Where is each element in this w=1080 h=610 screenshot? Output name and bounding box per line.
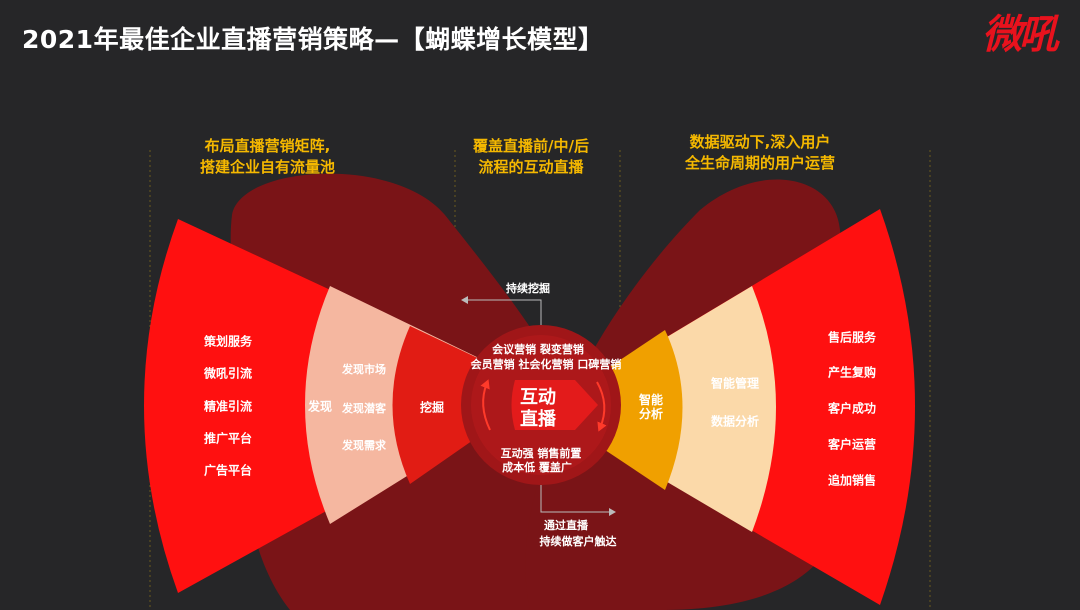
center-heading-line-1: 覆盖直播前/中/后 — [473, 137, 589, 155]
right-outer-item: 追加销售 — [827, 473, 877, 488]
left-outer-item: 微吼引流 — [203, 366, 253, 381]
bottom-flow-label-1: 通过直播 — [544, 519, 588, 532]
center-bottom-row-2: 成本低 覆盖广 — [502, 461, 572, 474]
top-flow-arrow — [461, 296, 542, 325]
left-middle-label: 发现 — [307, 399, 333, 414]
core-title-line-2: 直播 — [520, 409, 556, 430]
core-title-line-1: 互动 — [520, 387, 556, 408]
right-heading-line-1: 数据驱动下,深入用户 — [689, 133, 831, 151]
play-shape — [511, 380, 598, 430]
left-heading: 布局直播营销矩阵, 搭建企业自有流量池 — [200, 136, 335, 178]
flow-arrows — [461, 296, 616, 516]
right-heading: 数据驱动下,深入用户 全生命周期的用户运营 — [685, 132, 835, 174]
top-flow-label: 持续挖掘 — [506, 282, 550, 295]
center-bottom-row-1: 互动强 销售前置 — [500, 447, 582, 460]
right-heading-line-2: 全生命周期的用户运营 — [685, 154, 836, 172]
left-heading-line-1: 布局直播营销矩阵, — [204, 137, 331, 155]
left-middle-item: 发现市场 — [342, 363, 386, 376]
left-heading-line-2: 搭建企业自有流量池 — [200, 158, 336, 176]
right-outer-item: 售后服务 — [827, 330, 877, 345]
center-hub — [461, 325, 621, 485]
right-middle-item: 智能管理 — [710, 376, 760, 391]
core-title: 互动 直播 — [520, 387, 556, 431]
center-top-row-2: 会员营销 社会化营销 口碑营销 — [470, 358, 622, 371]
page-title: 2021年最佳企业直播营销策略—【蝴蝶增长模型】 — [22, 25, 604, 54]
left-outer-item: 推广平台 — [203, 431, 253, 446]
left-middle-item: 发现需求 — [342, 439, 386, 452]
bottom-flow-arrow — [540, 485, 616, 516]
center-heading: 覆盖直播前/中/后 流程的互动直播 — [473, 136, 589, 178]
right-curved-arrow — [596, 381, 607, 432]
left-inner-label: 挖掘 — [419, 400, 445, 415]
left-outer-item: 精准引流 — [203, 399, 253, 414]
right-inner-label-line-2: 分析 — [638, 407, 664, 421]
bottom-flow-label-2: 持续做客户触达 — [539, 535, 617, 548]
brand-logo: 微吼 — [982, 12, 1059, 58]
center-top-row-1: 会议营销 裂变营销 — [492, 343, 584, 356]
left-outer-item: 广告平台 — [203, 463, 253, 478]
center-heading-line-2: 流程的互动直播 — [478, 158, 584, 176]
right-inner-label: 智能 分析 — [639, 393, 663, 421]
right-outer-item: 客户运营 — [827, 437, 877, 452]
left-middle-item: 发现潜客 — [342, 402, 386, 415]
left-curved-arrow — [480, 379, 491, 431]
right-outer-item: 客户成功 — [827, 401, 877, 416]
right-outer-item: 产生复购 — [827, 365, 877, 380]
right-inner-label-line-1: 智能 — [638, 393, 664, 407]
left-outer-item: 策划服务 — [203, 334, 253, 349]
right-middle-item: 数据分析 — [710, 414, 760, 429]
